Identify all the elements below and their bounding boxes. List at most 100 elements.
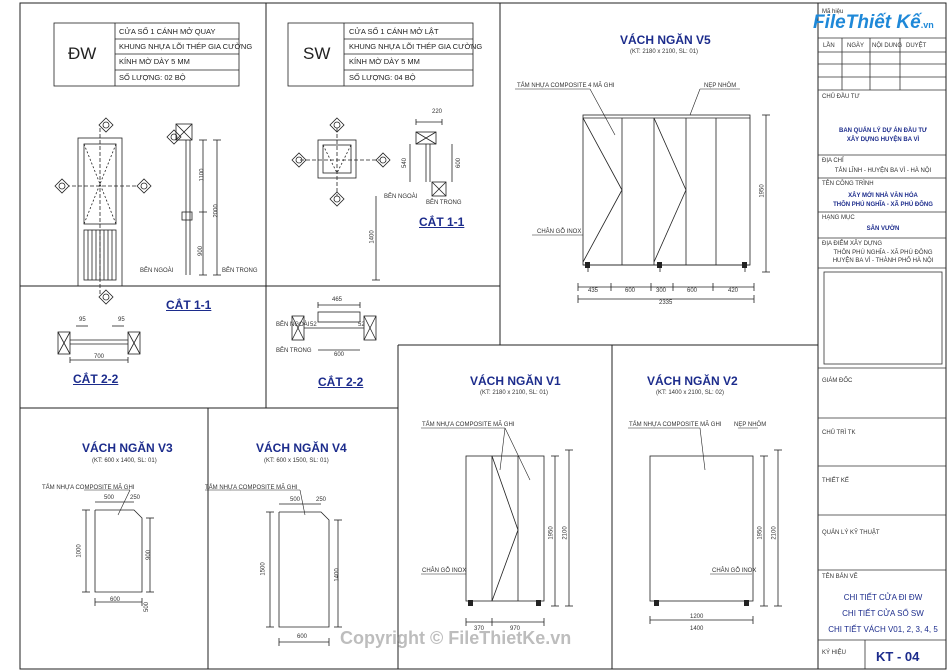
v3-dim-500b: 500: [144, 601, 151, 613]
v2-dim-2100: 2100: [771, 526, 778, 540]
door-elevation: [60, 128, 140, 296]
v4-dim-1400: 1400: [334, 568, 341, 582]
window-cut-2-2: [291, 302, 377, 351]
window-cut-2-2-title: CẮT 2-2: [318, 375, 364, 389]
rev-col-1: LẦN: [823, 43, 835, 49]
v5-elevation: [577, 114, 770, 303]
v5-note-right: NẸP NHÔM: [704, 83, 737, 89]
project-line-1: XÂY MỚI NHÀ VĂN HÓA: [848, 193, 918, 199]
owner-label: CHỦ ĐẦU TƯ: [822, 94, 860, 100]
door-dim-2000: 2000: [213, 204, 220, 218]
v2-elevation: [649, 449, 782, 624]
v4-dim-600: 600: [297, 634, 308, 640]
v3-elevation: [82, 501, 154, 606]
v2-note-right: NẸP NHÔM: [734, 422, 767, 428]
project-line-2: THÔN PHÚ NGHĨA - XÃ PHÚ ĐÔNG: [833, 202, 933, 208]
category-label: HẠNG MỤC: [822, 215, 855, 221]
v3-dim-900: 900: [146, 549, 153, 561]
window-cut-1-1-title: CẮT 1-1: [419, 215, 465, 229]
window-c22-outside: BÊN NGOÀI: [276, 322, 310, 328]
door-dim-900: 900: [198, 245, 205, 257]
v4-dim-250: 250: [316, 497, 327, 503]
code-label: Mã hiệu: [822, 9, 844, 15]
logo-suffix: .vn: [920, 20, 934, 30]
site-line-2: HUYỆN BA VÌ - THÀNH PHỐ HÀ NỘI: [832, 258, 934, 264]
v4-dim-500: 500: [290, 497, 301, 503]
door-spec-2: KHUNG NHỰA LÕI THÉP GIA CƯỜNG: [119, 42, 253, 51]
logo: FileThiết Kế.vn: [813, 12, 934, 34]
v5-total: 2335: [659, 300, 673, 306]
window-elevation: [300, 128, 380, 196]
window-dim-600: 600: [456, 157, 463, 169]
v3-note: TẤM NHỰA COMPOSITE MÃ GHI: [42, 485, 135, 491]
window-outside: BÊN NGOÀI: [384, 194, 418, 200]
window-c22-inside: BÊN TRONG: [276, 348, 312, 354]
v2-subtitle: (KT: 1400 x 2100, SL: 02): [656, 390, 725, 396]
copyright-watermark: Copyright © FileThietKe.vn: [340, 628, 572, 648]
v3-dim-1000: 1000: [76, 544, 83, 558]
drawing-label: TÊN BẢN VẼ: [822, 574, 858, 580]
site-line-1: THÔN PHÚ NGHĨA - XÃ PHÚ ĐÔNG: [833, 250, 933, 256]
rev-col-4: DUYỆT: [906, 43, 927, 49]
v1-dim-1950: 1950: [548, 526, 555, 540]
door-spec-4: SỐ LƯỢNG: 02 BỘ: [119, 73, 186, 82]
drawing-line-1: CHI TIẾT CỬA ĐI ĐW: [843, 593, 923, 602]
drawing-line-2: CHI TIẾT CỬA SỔ SW: [842, 609, 924, 618]
v5-height: 1950: [759, 184, 766, 198]
leader-lines: [84, 88, 758, 575]
v4-title: VÁCH NGĂN V4: [256, 441, 347, 455]
window-dim-1400: 1400: [369, 230, 376, 244]
v2-bottom-2: 1400: [690, 626, 704, 632]
door-outside: BÊN NGOÀI: [140, 268, 174, 274]
sheet-label: KÝ HIỆU: [822, 650, 847, 656]
v2-bottom-1: 1200: [690, 614, 704, 620]
window-dim-540: 540: [402, 157, 409, 169]
v3-dim-500: 500: [104, 495, 115, 501]
v1-elevation: [465, 449, 573, 626]
v3-subtitle: (KT: 600 x 1400, SL: 01): [92, 458, 157, 464]
door-spec-1: CỬA SỐ 1 CÁNH MỞ QUAY: [119, 27, 216, 36]
door-c22-dim-right: 95: [118, 317, 125, 323]
window-spec-3: KÍNH MỜ DÀY 5 MM: [349, 57, 420, 66]
address-label: ĐỊA CHỈ: [822, 158, 844, 164]
logo-main: File: [813, 12, 846, 33]
door-cut-2-2-title: CẮT 2-2: [73, 372, 119, 386]
drawing-line-3: CHI TIẾT VÁCH V01, 2, 3, 4, 5: [828, 625, 938, 634]
v5-dim-3: 300: [656, 288, 667, 294]
v1-subtitle: (KT: 2180 x 2100, SL: 01): [480, 390, 549, 396]
v5-dim-2: 600: [625, 288, 636, 294]
window-spec-1: CỬA SỐ 1 CÁNH MỞ LẬT: [349, 27, 439, 36]
v4-subtitle: (KT: 600 x 1500, SL: 01): [264, 458, 329, 464]
v5-note-leg: CHÂN GỖ INOX: [537, 229, 582, 235]
door-inside: BÊN TRONG: [222, 268, 258, 274]
window-spec-2: KHUNG NHỰA LÕI THÉP GIA CƯỜNG: [349, 42, 483, 51]
spec-tables: [53, 22, 474, 87]
rev-col-3: NỘI DUNG: [872, 43, 902, 49]
logo-rest: Thiết Kế: [845, 12, 921, 33]
designer-label: THIẾT KẾ: [822, 478, 849, 484]
category-value: SÂN VƯỜN: [866, 226, 900, 232]
v5-dim-5: 420: [728, 288, 739, 294]
chief-label: CHỦ TRÌ TK: [822, 430, 856, 436]
window-c22-dim-52a: 52: [310, 322, 317, 328]
window-cut-1-1: [372, 119, 453, 281]
address-value: TẢN LĨNH - HUYỆN BA VÌ - HÀ NỘI: [834, 168, 932, 174]
door-cut-1-1: [175, 123, 221, 276]
v1-note: TẤM NHỰA COMPOSITE MÃ GHI: [422, 422, 515, 428]
v5-subtitle: (KT: 2180 x 2100, SL: 01): [630, 49, 699, 55]
v2-note: TẤM NHỰA COMPOSITE MÃ GHI: [629, 422, 722, 428]
window-c22-dim-600: 600: [334, 352, 345, 358]
v2-title: VÁCH NGĂN V2: [647, 374, 738, 388]
v2-feet: [654, 600, 749, 606]
window-c22-dim-465: 465: [332, 297, 343, 303]
v4-note: TẤM NHỰA COMPOSITE MÃ GHI: [205, 485, 298, 491]
window-dim-220: 220: [432, 109, 443, 115]
v5-dim-4: 600: [687, 288, 698, 294]
door-spec-3: KÍNH MỜ DÀY 5 MM: [119, 57, 190, 66]
door-dim-1100: 1100: [199, 168, 206, 182]
v4-elevation: [266, 503, 342, 646]
v2-note-leg: CHÂN GỖ INOX: [712, 568, 757, 574]
door-cut-1-1-title: CẮT 1-1: [166, 298, 212, 312]
door-code: ĐW: [68, 44, 97, 63]
v5-dim-1: 435: [588, 288, 599, 294]
